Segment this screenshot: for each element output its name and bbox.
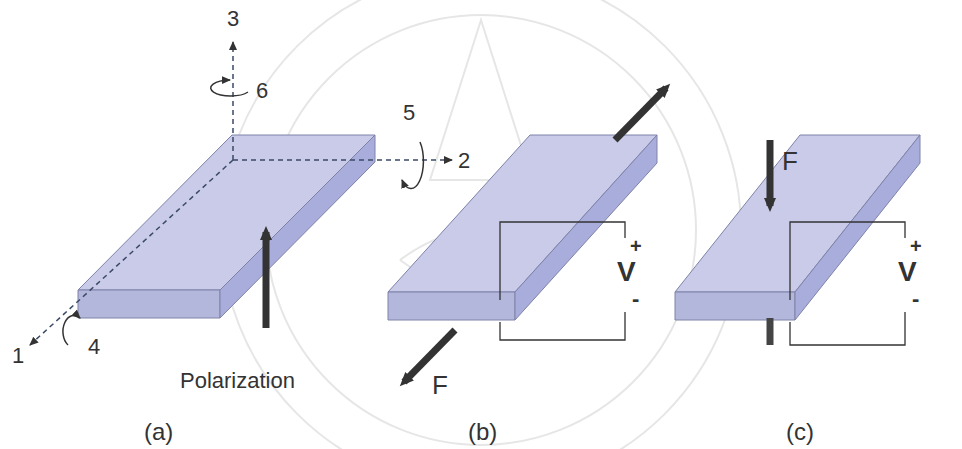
polarization-arrow: [263, 232, 270, 328]
voltage-label: V: [617, 258, 636, 286]
panel-label: (a): [144, 420, 173, 444]
panel-label: (c): [786, 420, 814, 444]
axis-number: 4: [88, 336, 100, 358]
terminal-sign: +: [910, 236, 922, 256]
rotation-arrows: [63, 80, 423, 345]
circuit-wire: [790, 222, 905, 345]
voltage-label: V: [898, 258, 917, 286]
piezo-plate: [78, 135, 375, 318]
axis-number: 3: [227, 8, 239, 30]
watermark-seal: [221, 0, 741, 449]
force-label: F: [782, 148, 798, 174]
terminal-sign: -: [912, 288, 919, 310]
force-arrows: [767, 140, 774, 345]
force-label: F: [432, 372, 448, 398]
arrow-label: Polarization: [180, 370, 295, 392]
terminal-sign: +: [630, 236, 642, 256]
terminal-sign: -: [632, 288, 639, 310]
circuit-wire: [500, 222, 625, 340]
axis-number: 6: [256, 80, 268, 102]
axis-number: 2: [458, 150, 470, 172]
axis-number: 5: [403, 102, 415, 124]
axis-number: 1: [12, 345, 24, 367]
panel-label: (b): [468, 420, 497, 444]
piezo-plate: [675, 135, 920, 320]
piezo-plate: [388, 135, 657, 320]
force-arrows: [404, 88, 666, 382]
